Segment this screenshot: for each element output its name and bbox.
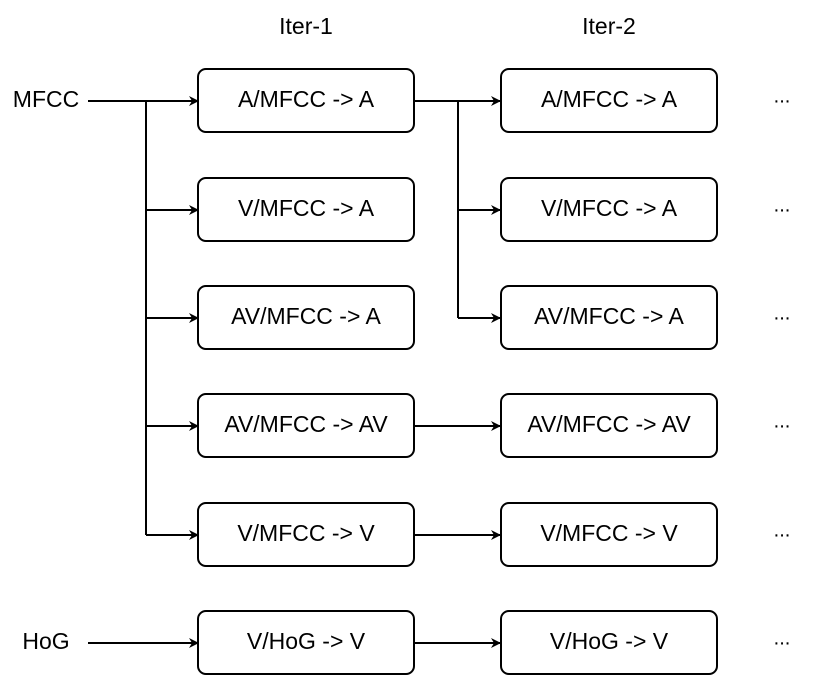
input-label-mfcc: MFCC [13, 86, 79, 112]
continuation-ellipsis-row-6: ... [774, 627, 791, 649]
iter-2-box-row-5: V/MFCC -> V [500, 502, 718, 567]
iter-1-box-row-5-label: V/MFCC -> V [237, 520, 375, 546]
continuation-ellipsis-row-2: ... [774, 194, 791, 216]
iter-1-box-row-2-label: V/MFCC -> A [238, 195, 375, 221]
continuation-ellipsis-row-4: ... [774, 410, 791, 432]
input-label-hog: HoG [22, 628, 69, 654]
iter-1-box-row-6: V/HoG -> V [197, 610, 415, 675]
continuation-ellipsis-row-5: ... [774, 519, 791, 541]
iter-1-box-row-5: V/MFCC -> V [197, 502, 415, 567]
iter-1-box-row-4-label: AV/MFCC -> AV [224, 411, 388, 437]
iter-2-box-row-5-label: V/MFCC -> V [540, 520, 678, 546]
iter-2-box-row-4-label: AV/MFCC -> AV [527, 411, 691, 437]
iter-2-column: A/MFCC -> A V/MFCC -> A AV/MFCC -> A AV/… [500, 68, 718, 675]
iter-1-box-row-1-label: A/MFCC -> A [238, 86, 375, 112]
iter-1-box-row-4: AV/MFCC -> AV [197, 393, 415, 458]
iter-1-box-row-3-label: AV/MFCC -> A [231, 303, 381, 329]
iteration-connectors [414, 96, 501, 648]
iter-2-box-row-3: AV/MFCC -> A [500, 285, 718, 350]
column-header-iter-2: Iter-2 [582, 13, 636, 39]
iter-1-box-row-1: A/MFCC -> A [197, 68, 415, 133]
iter-1-box-row-3: AV/MFCC -> A [197, 285, 415, 350]
iter-2-box-row-6-label: V/HoG -> V [550, 628, 669, 654]
iter-1-box-row-2: V/MFCC -> A [197, 177, 415, 242]
iter-1-box-row-6-label: V/HoG -> V [247, 628, 366, 654]
iter-2-box-row-2-label: V/MFCC -> A [541, 195, 678, 221]
iter-2-box-row-1-label: A/MFCC -> A [541, 86, 678, 112]
iter-1-column: A/MFCC -> A V/MFCC -> A AV/MFCC -> A AV/… [197, 68, 415, 675]
iter-2-box-row-1: A/MFCC -> A [500, 68, 718, 133]
iter-2-box-row-2: V/MFCC -> A [500, 177, 718, 242]
continuation-ellipsis-row-3: ... [774, 302, 791, 324]
iter-2-box-row-6: V/HoG -> V [500, 610, 718, 675]
iter-2-box-row-4: AV/MFCC -> AV [500, 393, 718, 458]
mfcc-fanout-connectors [88, 96, 199, 540]
iter-2-box-row-3-label: AV/MFCC -> A [534, 303, 684, 329]
continuation-ellipsis-row-1: ... [774, 85, 791, 107]
column-header-iter-1: Iter-1 [279, 13, 333, 39]
continuation-column: ... ... ... ... ... ... [774, 85, 791, 649]
